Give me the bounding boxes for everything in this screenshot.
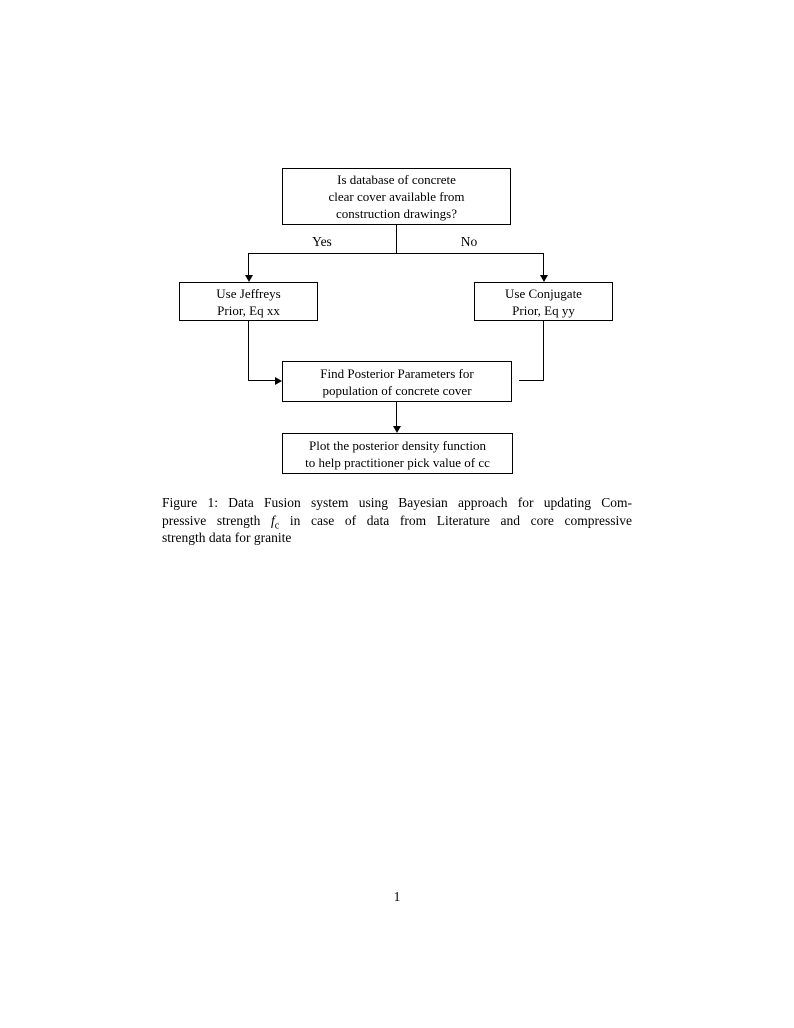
box-line: Find Posterior Parameters for xyxy=(320,365,474,381)
connector-conjugate-horizontal xyxy=(519,380,544,381)
box-line: Is database of concrete xyxy=(337,172,456,187)
yes-branch-label: Yes xyxy=(312,234,332,249)
box-line: population of concrete cover xyxy=(322,382,472,398)
no-branch-label: No xyxy=(460,234,478,249)
connector-top-vertical xyxy=(396,225,397,253)
arrowhead-into-jeffreys-box xyxy=(245,275,253,282)
connector-jeffreys-down xyxy=(248,321,249,381)
connector-yes-vertical xyxy=(248,253,249,276)
caption-line-2: pressive strength fc in case of data fro… xyxy=(162,512,633,532)
connector-jeffreys-horizontal xyxy=(248,380,276,381)
arrowhead-into-conjugate-box xyxy=(540,275,548,282)
arrowhead-into-plot-box xyxy=(393,426,401,433)
connector-posterior-down xyxy=(396,402,397,427)
caption-line-1: Figure 1: Data Fusion system using Bayes… xyxy=(162,495,632,510)
arrowhead-into-posterior-left xyxy=(275,377,282,385)
process-box-jeffreys-prior: Use Jeffreys Prior, Eq xx xyxy=(179,282,318,321)
box-line: Prior, Eq yy xyxy=(512,302,575,318)
compressive-strength-symbol: f xyxy=(271,512,275,528)
box-line: Use Conjugate xyxy=(505,285,582,301)
figure-caption: Figure 1: Data Fusion system using Bayes… xyxy=(162,494,632,547)
process-box-conjugate-prior: Use Conjugate Prior, Eq yy xyxy=(474,282,613,321)
page-number: 1 xyxy=(393,889,401,904)
box-line: to help practitioner pick value of cc xyxy=(305,454,490,470)
process-box-posterior-parameters: Find Posterior Parameters for population… xyxy=(282,361,512,402)
decision-box-database: Is database of concrete clear cover avai… xyxy=(282,168,511,225)
connector-branch-horizontal xyxy=(248,253,544,254)
connector-conjugate-down xyxy=(543,321,544,381)
compressive-strength-subscript: c xyxy=(274,520,280,532)
box-line: construction drawings? xyxy=(336,206,457,221)
box-line: Prior, Eq xx xyxy=(217,302,280,318)
box-line: Plot the posterior density function xyxy=(309,437,486,453)
caption-line-2-pre: pressive strength xyxy=(162,512,271,528)
box-line: clear cover available from xyxy=(328,189,465,204)
process-box-plot-density: Plot the posterior density function to h… xyxy=(282,433,513,474)
caption-line-2-post: in case of data from Literature and core… xyxy=(279,512,633,528)
caption-line-3: strength data for granite xyxy=(162,530,292,545)
box-line: Use Jeffreys xyxy=(216,285,281,301)
connector-no-vertical xyxy=(543,253,544,276)
